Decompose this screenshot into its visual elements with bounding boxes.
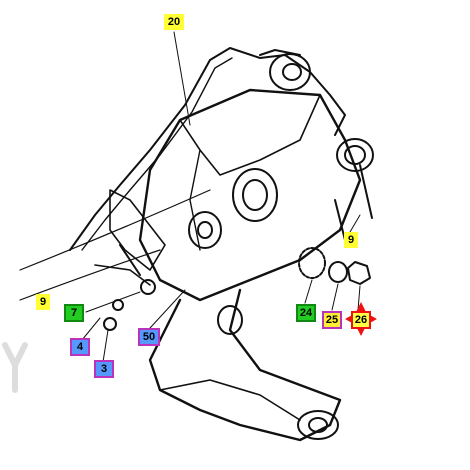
gasket-inner xyxy=(81,57,233,251)
washer-25 xyxy=(328,261,348,283)
side-bore xyxy=(336,138,374,172)
label-part-24[interactable]: 24 xyxy=(296,304,316,322)
label-part-7[interactable]: 7 xyxy=(64,304,84,322)
nut-26 xyxy=(347,261,371,285)
bearing-bore xyxy=(232,168,278,222)
gasket-outline xyxy=(69,47,346,251)
label-part-4[interactable]: 4 xyxy=(70,338,90,356)
label-part-20[interactable]: 20 xyxy=(164,14,184,30)
label-part-25[interactable]: 25 xyxy=(322,311,342,329)
gear-24 xyxy=(298,247,326,279)
label-part-3[interactable]: 3 xyxy=(94,360,114,378)
housing-body xyxy=(138,88,362,302)
axle-bore xyxy=(297,410,339,440)
label-part-9-left[interactable]: 9 xyxy=(36,294,50,310)
label-part-50[interactable]: 50 xyxy=(138,328,160,346)
label-part-9-right[interactable]: 9 xyxy=(344,232,358,248)
label-part-26[interactable]: 26 xyxy=(351,311,371,329)
